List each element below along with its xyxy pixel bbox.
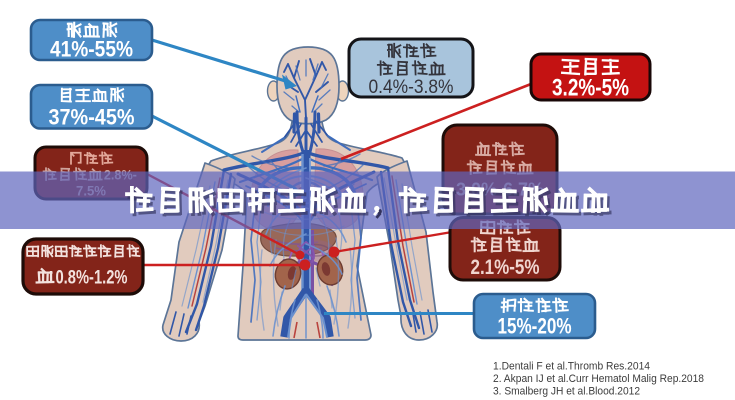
svg-text:37%-45%: 37%-45% xyxy=(49,105,135,130)
svg-text:2. Akpan IJ et al.Curr Hematol: 2. Akpan IJ et al.Curr Hematol Malig Rep… xyxy=(493,373,704,385)
svg-text:1.Dentali F et al.Thromb Res.2: 1.Dentali F et al.Thromb Res.2014 xyxy=(493,361,650,373)
svg-text:2.1%-5%: 2.1%-5% xyxy=(471,256,540,279)
svg-text:3.2%-5%: 3.2%-5% xyxy=(552,75,629,102)
svg-text:15%-20%: 15%-20% xyxy=(498,314,572,339)
svg-text:41%-55%: 41%-55% xyxy=(50,37,133,62)
svg-text:0.4%-3.8%: 0.4%-3.8% xyxy=(369,76,454,98)
svg-text:0.8%-1.2%: 0.8%-1.2% xyxy=(56,268,128,289)
svg-text:3. Smalberg JH et al.Blood.201: 3. Smalberg JH et al.Blood.2012 xyxy=(493,386,640,398)
